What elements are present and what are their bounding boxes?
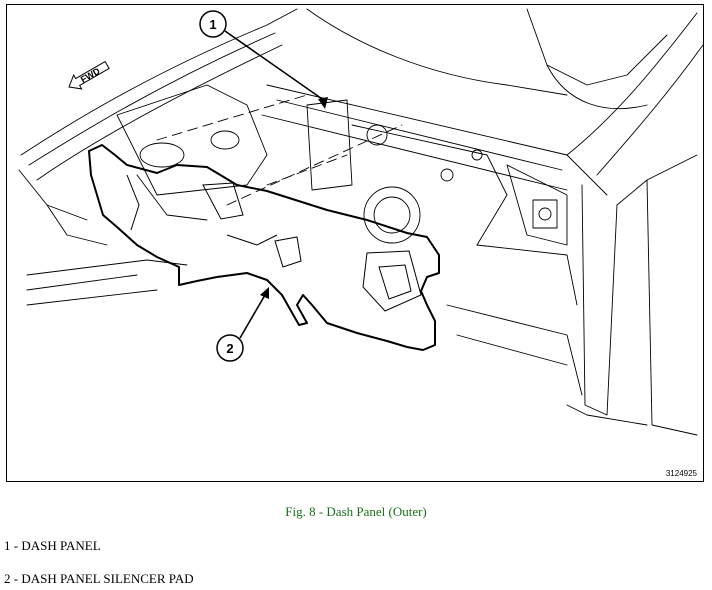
cowl-panel (266, 84, 608, 196)
bracket (136, 174, 208, 221)
fwd-arrow-icon: FWD (68, 60, 110, 90)
bulkhead-hole (440, 168, 454, 182)
a-pillar (581, 184, 618, 416)
bulkhead (306, 99, 353, 191)
callout-2-leader (239, 294, 266, 339)
pad-cutout (274, 236, 302, 268)
frame-rail (26, 289, 158, 306)
callout-2-arrowhead (260, 287, 269, 299)
pad-cutout (202, 182, 244, 220)
a-pillar (646, 179, 698, 436)
frame-rail (26, 274, 138, 291)
roof-line (306, 8, 568, 96)
alignment-line (266, 154, 348, 186)
silencer-pad-outline (88, 144, 440, 351)
bulkhead-hole (471, 149, 483, 161)
roof-line (526, 8, 668, 86)
bracket (532, 199, 558, 229)
bulkhead (476, 244, 578, 306)
bulkhead (351, 124, 508, 246)
legend-item-dash-panel: 1 - DASH PANEL (4, 538, 101, 553)
cowl-line (20, 8, 298, 156)
a-pillar (566, 12, 698, 156)
alignment-line (156, 94, 308, 141)
floor-line (456, 334, 568, 366)
cowl-panel (276, 99, 563, 171)
pad-cutout (362, 250, 422, 312)
bulkhead-hole (366, 124, 388, 146)
floor-line (566, 404, 648, 426)
cowl-line (46, 204, 108, 246)
alignment-line (226, 124, 403, 206)
strut-hole (139, 142, 185, 168)
callout-2-number: 2 (226, 341, 233, 356)
cowl-panel (261, 114, 568, 191)
figure-id-number: 3124925 (665, 469, 697, 478)
callout-2: 2 (216, 287, 269, 362)
dash-panel-illustration: FWD 1 2 (18, 8, 704, 436)
bulkhead (506, 164, 568, 246)
frame-rail (26, 259, 188, 276)
bulkhead-hole (538, 207, 552, 221)
bulkhead-hole (363, 186, 421, 244)
bulkhead-hole (373, 196, 411, 234)
legend-item-silencer-pad: 2 - DASH PANEL SILENCER PAD (4, 571, 194, 586)
a-pillar (596, 44, 704, 176)
cowl-line (28, 32, 276, 166)
figure-frame: FWD 1 2 3124925 (6, 4, 704, 482)
floor-line (446, 304, 583, 396)
a-pillar (616, 154, 698, 206)
roof-line (546, 64, 648, 110)
callout-1-leader (224, 30, 326, 102)
strut-tower (116, 84, 268, 196)
pad-cutout (226, 234, 278, 246)
strut-hole (210, 130, 240, 150)
callout-1-arrowhead (318, 97, 328, 109)
figure-caption: Fig. 8 - Dash Panel (Outer) (285, 504, 427, 519)
callout-1: 1 (199, 10, 328, 109)
cowl-line (36, 44, 283, 181)
callout-1-number: 1 (209, 17, 216, 32)
pad-cutout (378, 264, 412, 300)
cowl-line (18, 169, 88, 221)
pad-cutout (126, 174, 140, 231)
